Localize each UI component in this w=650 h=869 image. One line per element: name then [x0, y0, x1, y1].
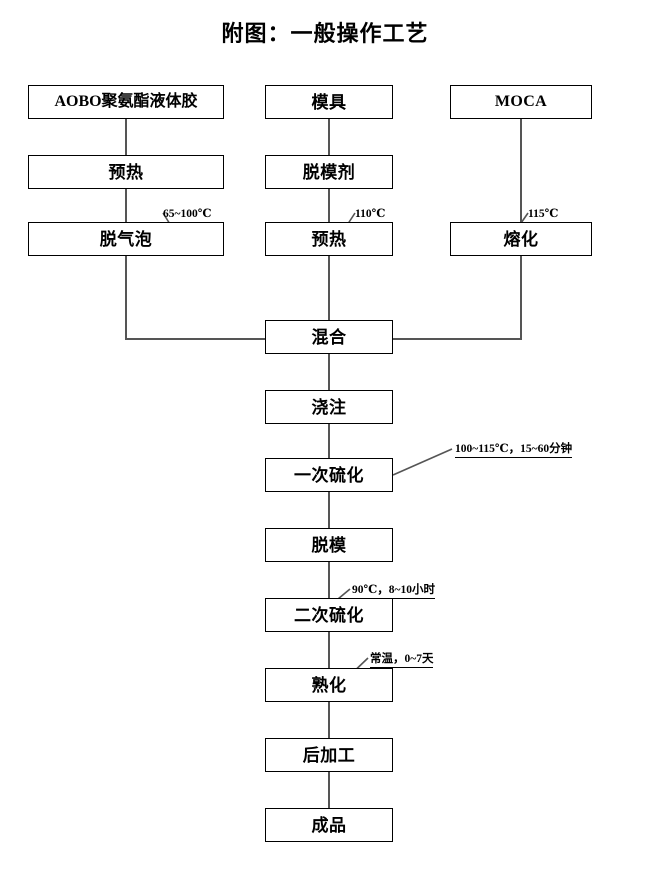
node-degas[interactable]: 脱气泡 [28, 222, 224, 256]
page-title: 附图：一般操作工艺 [221, 21, 429, 46]
node-pour[interactable]: 浇注 [265, 390, 393, 424]
edge-melt-mix [393, 256, 522, 340]
node-maturation[interactable]: 熟化 [265, 668, 393, 702]
annotation-first-cure-condition: 100~115℃，15~60分钟 [455, 443, 573, 458]
node-mold[interactable]: 模具 [265, 85, 393, 119]
node-finished-product[interactable]: 成品 [265, 808, 393, 842]
annotation-maturation-condition: 常温，0~7天 [370, 653, 434, 668]
node-moca[interactable]: MOCA [450, 85, 592, 119]
annotation-preheat-mold-temperature: 110℃ [355, 208, 386, 223]
node-second-cure[interactable]: 二次硫化 [265, 598, 393, 632]
annotation-degas-temperature: 65~100℃ [163, 208, 212, 223]
node-melt[interactable]: 熔化 [450, 222, 592, 256]
annotation-second-cure-condition: 90℃，8~10小时 [352, 584, 436, 599]
node-preheat-binder[interactable]: 预热 [28, 155, 224, 189]
node-preheat-mold[interactable]: 预热 [265, 222, 393, 256]
node-post-processing[interactable]: 后加工 [265, 738, 393, 772]
node-release-agent[interactable]: 脱模剂 [265, 155, 393, 189]
node-first-cure[interactable]: 一次硫化 [265, 458, 393, 492]
annotation-melt-temperature: 115℃ [528, 208, 559, 223]
node-mix[interactable]: 混合 [265, 320, 393, 354]
node-aobo[interactable]: AOBO聚氨酯液体胶 [28, 85, 224, 119]
node-demold[interactable]: 脱模 [265, 528, 393, 562]
leader-cure1 [392, 448, 453, 476]
edge-degas-mix [125, 256, 265, 340]
